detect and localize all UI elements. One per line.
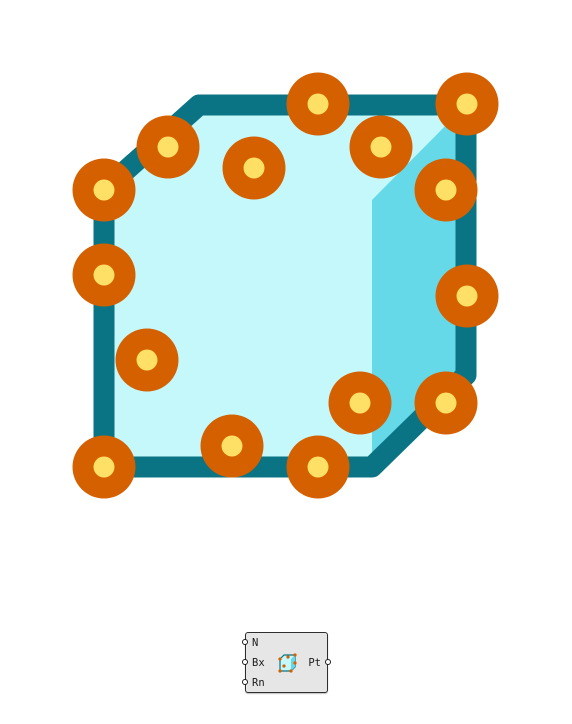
point-marker [435,264,499,328]
input-label-n: N [252,637,259,649]
point-marker [72,243,136,307]
input-grip-n[interactable] [242,639,248,645]
input-grip-rn[interactable] [242,679,248,685]
populate-3d-icon [278,653,297,673]
point-marker [115,328,179,392]
point-marker [286,435,350,499]
point-marker [349,115,413,179]
output-label-pt: Pt [308,657,321,669]
point-marker [136,115,200,179]
point-marker [200,414,264,478]
point-marker [72,158,136,222]
point-marker [222,136,286,200]
point-marker [328,371,392,435]
point-marker [72,435,136,499]
input-label-bx: Bx [252,657,265,669]
output-grip-pt[interactable] [325,659,331,665]
populate-3d-component[interactable]: N Bx Rn Pt [242,632,331,693]
point-marker [286,72,350,136]
viewport-illustration [72,72,499,499]
point-marker [414,158,478,222]
input-label-rn: Rn [252,677,265,689]
point-marker [414,371,478,435]
point-marker [435,72,499,136]
input-grip-bx[interactable] [242,659,248,665]
points-layer [72,72,499,499]
